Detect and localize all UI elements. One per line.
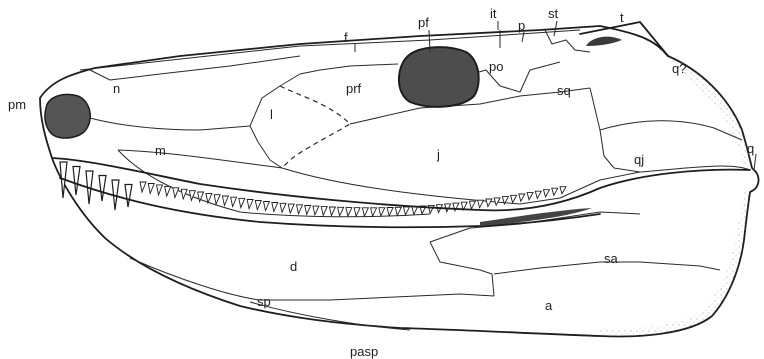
tooth-marginal (272, 203, 278, 212)
tooth-marginal (511, 195, 517, 202)
tooth-marginal (305, 206, 311, 215)
tooth-marginal (338, 207, 344, 216)
leader-q (754, 154, 756, 170)
label-splenial: sp (257, 294, 271, 309)
tooth-marginal (346, 208, 352, 217)
label-jugal: j (436, 147, 440, 162)
label-quadrate-query: q? (672, 61, 686, 76)
tooth-marginal (280, 203, 286, 212)
tooth-marginal (387, 208, 393, 216)
label-parietal: p (518, 18, 525, 33)
label-intertemporal: it (490, 6, 497, 21)
tooth-large (73, 167, 80, 196)
tooth-marginal (214, 195, 220, 205)
label-postsplenial: pasp (350, 344, 378, 359)
tooth-marginal (412, 207, 418, 215)
label-supratemporal: st (548, 6, 559, 21)
tooth-marginal (222, 196, 228, 205)
tabular-notch (586, 37, 622, 46)
tooth-marginal (255, 201, 261, 210)
tooth-marginal (329, 207, 335, 216)
label-prefrontal: prf (346, 81, 362, 96)
label-frontal: f (344, 30, 348, 45)
label-squamosal: sq (557, 83, 571, 98)
suture-quadratojugal-upper (600, 121, 742, 140)
tooth-marginal (379, 208, 385, 216)
suture-maxilla-jugal (118, 150, 282, 168)
label-angular: a (545, 298, 553, 313)
tooth-marginal (494, 198, 500, 205)
front-teeth-group (60, 162, 132, 210)
tooth-marginal (231, 197, 237, 206)
tooth-marginal (165, 186, 171, 196)
tooth-marginal (264, 202, 270, 211)
label-pineal-foramen: pf (418, 15, 429, 30)
tooth-marginal (354, 208, 360, 217)
tooth-marginal (544, 190, 550, 197)
label-nasal: n (113, 81, 120, 96)
tooth-marginal (560, 187, 566, 194)
dorsal-skull-line (80, 30, 580, 70)
tooth-marginal (371, 208, 377, 216)
tooth-marginal (478, 200, 484, 208)
label-lacrimal: l (270, 107, 273, 122)
suture-splenial (130, 258, 494, 300)
tooth-marginal (428, 205, 434, 213)
tooth-marginal (297, 205, 303, 214)
tooth-large (99, 176, 106, 202)
tooth-marginal (362, 208, 368, 216)
label-premaxilla: pm (8, 97, 26, 112)
tooth-large (125, 185, 132, 208)
tooth-marginal (247, 200, 253, 209)
tooth-marginal (486, 199, 492, 207)
suture-postsplenial (250, 302, 410, 330)
suture-postorbital (472, 62, 560, 92)
label-quadrate: q (747, 141, 754, 156)
tooth-marginal (535, 191, 541, 198)
suture-dentary-angular (430, 242, 494, 296)
label-postorbital: po (489, 59, 503, 74)
suture-squamosal-quadratojugal (590, 88, 640, 172)
tooth-marginal (288, 204, 294, 213)
tooth-marginal (173, 188, 179, 198)
pineal-opening (399, 47, 479, 107)
tooth-marginal (552, 188, 558, 195)
tooth-marginal (239, 198, 245, 207)
tooth-marginal (395, 207, 401, 215)
suture-lacrimal-dashed (280, 86, 350, 168)
suture-nasal-maxilla (90, 118, 250, 130)
naris-opening (45, 95, 90, 139)
tooth-marginal (148, 184, 154, 194)
label-tabular: t (620, 10, 624, 25)
tooth-marginal (321, 207, 327, 216)
tooth-marginal (469, 201, 475, 209)
tooth-marginal (527, 193, 533, 200)
tooth-marginal (404, 207, 410, 215)
tooth-marginal (313, 206, 319, 215)
suture-lacrimal-jugal (250, 126, 282, 168)
label-maxilla: m (155, 143, 166, 158)
upper-jaw-margin (52, 158, 750, 210)
suture-nasal-frontal (90, 56, 300, 80)
label-dentary: d (290, 259, 297, 274)
label-surangular: sa (604, 251, 619, 266)
tooth-marginal (189, 191, 195, 201)
label-quadratojugal: qj (634, 152, 644, 167)
tooth-marginal (140, 182, 146, 192)
tooth-marginal (519, 194, 525, 201)
tooth-marginal (157, 185, 163, 195)
